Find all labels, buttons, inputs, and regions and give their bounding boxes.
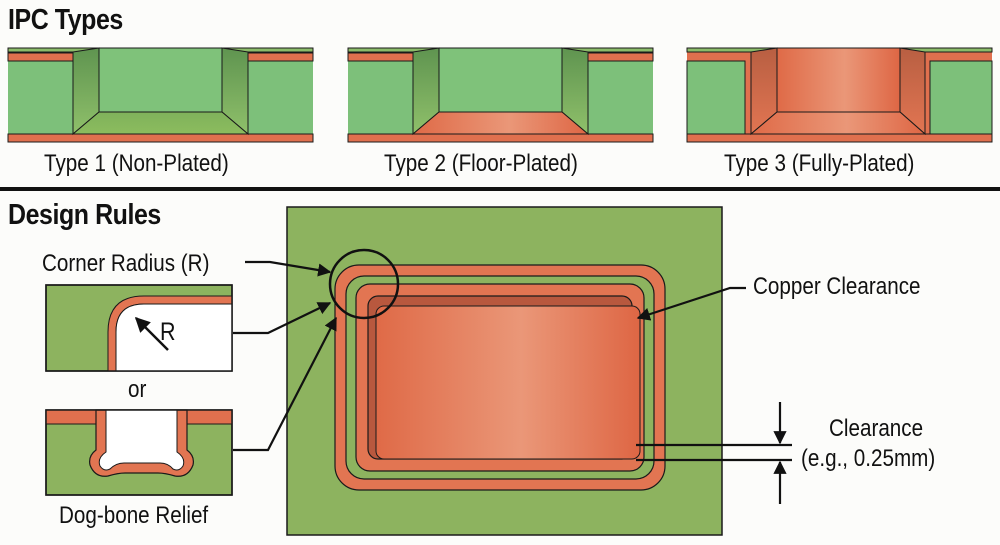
dogbone-label: Dog-bone Relief (59, 502, 209, 529)
corner-radius-detail (45, 284, 233, 372)
corner-callout-circle (328, 248, 400, 320)
copper-clearance-label: Copper Clearance (753, 273, 921, 300)
type3-cross-section (686, 47, 993, 143)
corner-radius-label: Corner Radius (R) (42, 250, 210, 277)
section-divider (0, 187, 1000, 191)
type2-label: Type 2 (Floor-Plated) (384, 150, 578, 177)
design-rules-heading: Design Rules (8, 199, 161, 231)
leader-lines (233, 260, 792, 504)
type1-cross-section (7, 47, 314, 143)
copper-clearance-arrow-icon (636, 286, 746, 321)
dogbone-arrow-icon (233, 316, 337, 452)
radius-symbol: R (160, 318, 176, 346)
type1-label: Type 1 (Non-Plated) (44, 150, 229, 177)
radius-detail-arrow-icon (233, 302, 332, 335)
type2-cross-section (347, 47, 654, 143)
or-label: or (128, 376, 147, 403)
ipc-types-heading: IPC Types (8, 4, 123, 36)
type3-label: Type 3 (Fully-Plated) (724, 150, 915, 177)
radius-arrow-icon (134, 316, 169, 351)
cavity-floor (375, 305, 641, 460)
dogbone-detail (45, 409, 233, 496)
clearance-label: Clearance (829, 415, 924, 442)
clearance-example: (e.g., 0.25mm) (801, 445, 936, 472)
corner-radius-arrow-icon (245, 260, 332, 277)
board-top-view (286, 206, 723, 536)
